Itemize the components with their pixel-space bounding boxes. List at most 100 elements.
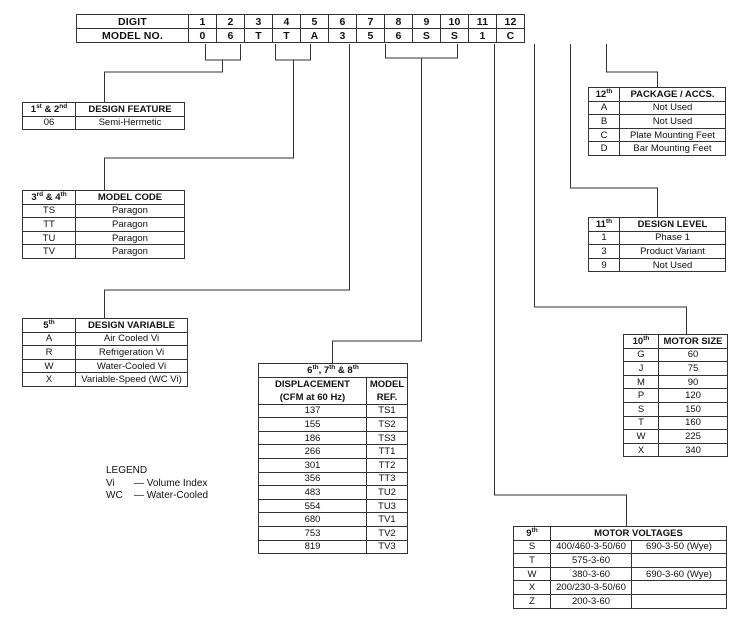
value-cell: Product Variant (619, 244, 726, 259)
value-cell: Not Used (619, 100, 726, 116)
ref-cell: TS2 (366, 417, 408, 432)
table-code-header: 9th (513, 526, 551, 541)
model-cell: C (496, 28, 525, 43)
code-cell: D (588, 141, 620, 156)
legend-desc: Volume Index (146, 477, 208, 489)
legend-abbr: WC (106, 490, 123, 501)
cfm-cell: 186 (258, 430, 367, 446)
table-code-header: 10th (623, 334, 659, 349)
digit-row: DIGIT 1 2 3 4 5 6 7 8 9 10 11 12 (76, 14, 525, 29)
digit-cell: 11 (468, 14, 497, 29)
voltage-cell: 400/460-3-50/60 (550, 539, 632, 555)
code-cell: C (588, 127, 620, 143)
voltage-cell: 690-3-60 (Wye) (631, 566, 727, 582)
code-cell: S (513, 539, 551, 555)
ref-cell: TS1 (366, 403, 408, 419)
value-cell: Refrigeration Vi (75, 345, 188, 360)
cfm-cell: 266 (258, 444, 367, 459)
table-code-header: 3rd & 4th (22, 190, 76, 205)
value-cell: Paragon (75, 217, 185, 232)
model-ref-column-header: MODEL REF. (366, 376, 408, 405)
table-title: PACKAGE / ACCS. (619, 87, 726, 102)
legend: LEGEND Vi— Volume Index WC— Water-Cooled (106, 465, 208, 503)
digit-cell: 2 (216, 14, 245, 29)
table-code-header: 11th (588, 217, 620, 232)
column-header-line: (CFM at 60 Hz) (279, 391, 346, 403)
model-cell: T (272, 28, 301, 43)
voltage-cell: 200/230-3-50/60 (550, 580, 632, 595)
table-code-header: 12th (588, 87, 620, 102)
ref-cell: TT2 (366, 457, 408, 473)
code-cell: 06 (22, 115, 76, 131)
legend-dash: — (134, 477, 147, 489)
model-cell: A (300, 28, 329, 43)
legend-item: WC— Water-Cooled (106, 490, 208, 503)
value-cell: Plate Mounting Feet (619, 127, 726, 143)
value-cell: Variable-Speed (WC Vi) (75, 372, 188, 387)
column-header-line: DISPLACEMENT (275, 378, 350, 390)
voltage-cell: 200-3-60 (550, 593, 632, 609)
model-number-header: DIGIT 1 2 3 4 5 6 7 8 9 10 11 12 MODEL N… (76, 14, 525, 43)
ref-cell: TT3 (366, 471, 408, 487)
cfm-cell: 680 (258, 512, 367, 527)
table-title: DESIGN VARIABLE (75, 318, 188, 333)
ref-cell: TS3 (366, 430, 408, 446)
value-cell: Air Cooled Vi (75, 331, 188, 347)
code-cell: X (22, 372, 76, 387)
table-title: DESIGN FEATURE (75, 102, 185, 117)
value-cell: 160 (658, 415, 728, 431)
value-cell: 340 (658, 442, 728, 458)
digit-cell: 4 (272, 14, 301, 29)
code-cell: TU (22, 230, 76, 246)
ref-cell: TU2 (366, 485, 408, 500)
model-cell: S (440, 28, 469, 43)
model-cell: T (244, 28, 273, 43)
cfm-cell: 155 (258, 417, 367, 432)
cfm-cell: 356 (258, 471, 367, 487)
voltage-cell (631, 580, 727, 595)
model-cell: 6 (384, 28, 413, 43)
voltage-cell (631, 593, 727, 609)
code-cell: T (623, 415, 659, 431)
value-cell: Phase 1 (619, 230, 726, 246)
table-row: 06 Semi-Hermetic (22, 115, 185, 131)
value-cell: Semi-Hermetic (75, 115, 185, 131)
code-cell: 3 (588, 244, 620, 259)
value-cell: 75 (658, 361, 728, 376)
cfm-cell: 301 (258, 457, 367, 473)
cfm-cell: 137 (258, 403, 367, 419)
column-header-line: REF. (376, 391, 398, 403)
value-cell: Paragon (75, 203, 185, 219)
legend-item: Vi— Volume Index (106, 478, 208, 491)
code-cell: B (588, 114, 620, 129)
code-cell: W (623, 429, 659, 444)
